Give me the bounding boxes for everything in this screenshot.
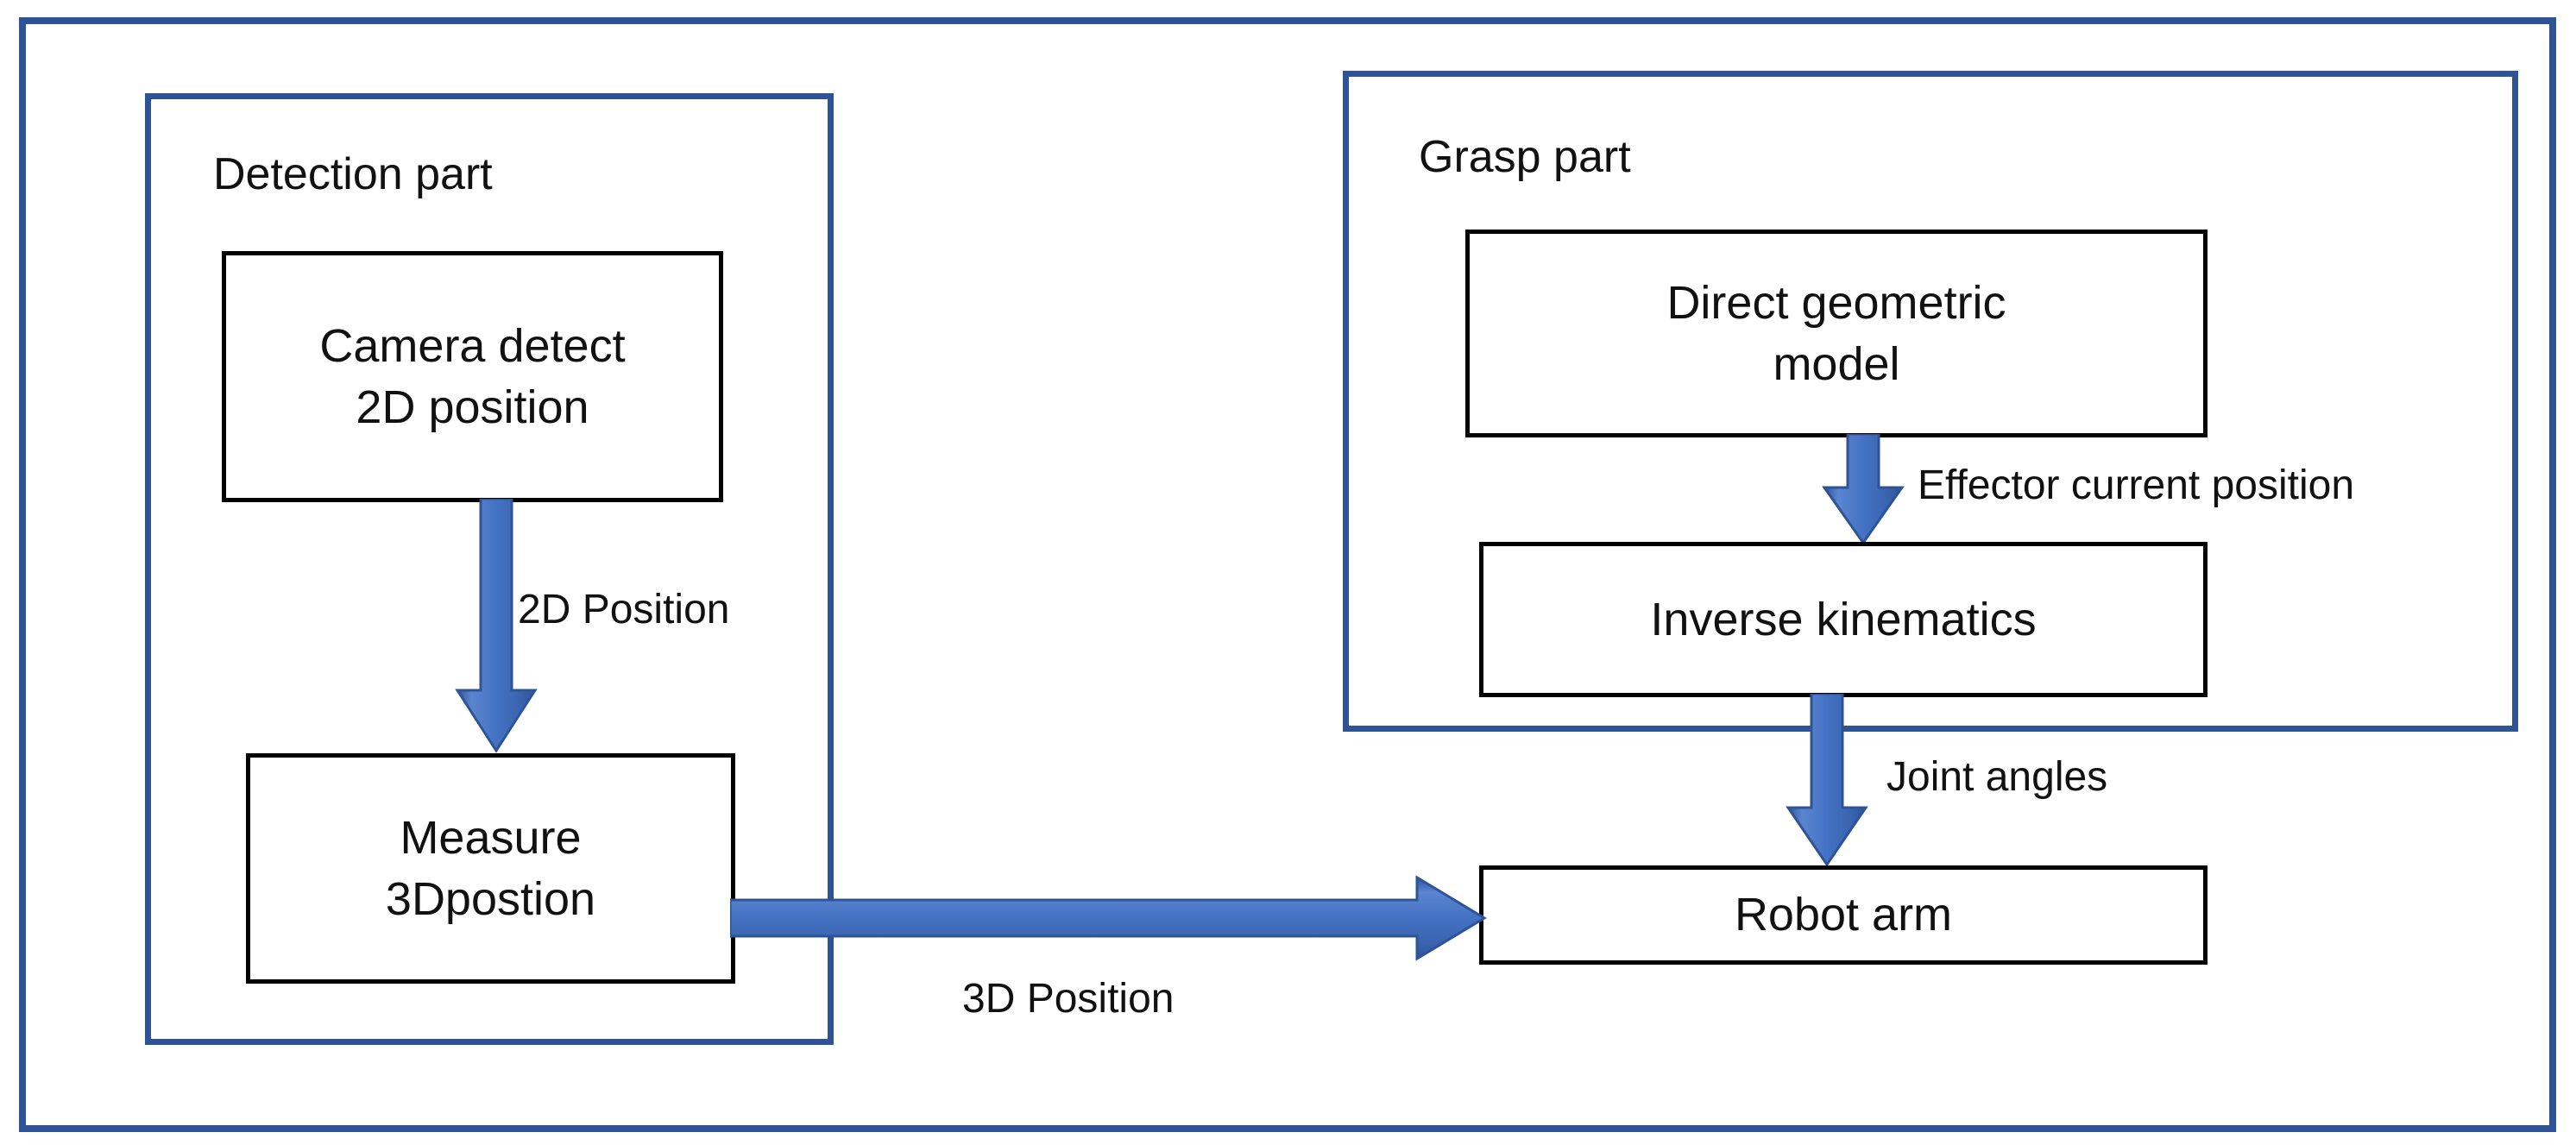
edge-label-effector-current-position: Effector current position (1918, 462, 2355, 508)
node-direct-geometric-model[interactable]: Direct geometric model (1465, 230, 2208, 437)
arrow-measure-to-robot-arm (730, 873, 1490, 964)
arrow-camera-to-measure (449, 499, 544, 759)
node-camera-detect-2d-position[interactable]: Camera detect 2D position (222, 251, 723, 502)
node-robot-arm[interactable]: Robot arm (1479, 865, 2208, 965)
group-label-detection-part: Detection part (213, 149, 493, 199)
node-inverse-kinematics[interactable]: Inverse kinematics (1479, 542, 2208, 697)
edge-label-3d-position: 3D Position (962, 976, 1175, 1022)
arrow-inverse-kinematics-to-robot-arm (1779, 694, 1874, 871)
node-measure-3d-position[interactable]: Measure 3Dpostion (246, 753, 735, 984)
node-inverse-kinematics-line1: Inverse kinematics (1650, 593, 2037, 645)
group-box-detection-part (145, 93, 834, 1045)
group-box-grasp-part (1343, 71, 2518, 732)
outer-frame (19, 17, 2556, 1132)
edge-label-joint-angles: Joint angles (1886, 754, 2108, 800)
node-dgm-line1: Direct geometric (1666, 277, 2006, 330)
node-measure-line2: 3Dpostion (385, 872, 596, 925)
node-measure-line1: Measure (400, 812, 582, 865)
group-label-grasp-part: Grasp part (1419, 132, 1631, 182)
arrow-dgm-to-inverse-kinematics (1816, 434, 1911, 548)
node-dgm-line2: model (1773, 337, 1900, 390)
edge-label-2d-position: 2D Position (518, 587, 730, 632)
node-camera-detect-line2: 2D position (356, 381, 589, 433)
node-camera-detect-line1: Camera detect (319, 320, 626, 373)
node-robot-arm-line1: Robot arm (1734, 889, 1953, 941)
